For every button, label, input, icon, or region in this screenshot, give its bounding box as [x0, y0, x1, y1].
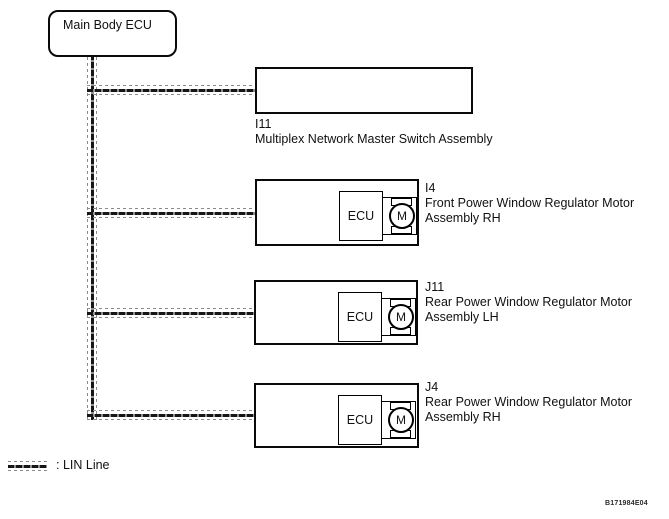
- node-name: Rear Power Window Regulator Motor: [425, 295, 633, 309]
- motor-icon: M: [389, 203, 415, 229]
- lin-branch-line-j11: [87, 308, 254, 318]
- node-name: Rear Power Window Regulator Motor: [425, 395, 633, 409]
- node-label-i4: I4 Front Power Window Regulator Motor As…: [425, 181, 634, 226]
- node-name: Assembly RH: [425, 410, 501, 424]
- ecu-label: ECU: [346, 310, 374, 324]
- node-name: Front Power Window Regulator Motor: [425, 196, 635, 210]
- ecu-inner-box: ECU: [339, 191, 383, 241]
- motor-label: M: [397, 209, 407, 223]
- node-box-i11: [255, 67, 473, 114]
- main-body-ecu-label: Main Body ECU: [63, 18, 152, 32]
- ecu-label: ECU: [346, 413, 374, 427]
- node-box-j4: ECU M: [254, 383, 419, 448]
- legend-lin-symbol: [8, 461, 47, 471]
- ecu-inner-box: ECU: [338, 395, 382, 445]
- node-label-j4: J4 Rear Power Window Regulator Motor Ass…: [425, 380, 632, 425]
- node-code: J11: [425, 280, 445, 294]
- node-code: I4: [425, 181, 436, 195]
- ecu-inner-box: ECU: [338, 292, 382, 342]
- node-name: Multiplex Network Master Switch Assembly: [255, 132, 493, 146]
- motor-icon: M: [388, 407, 414, 433]
- lin-branch-line-i4: [87, 208, 255, 218]
- figure-code: B171984E04: [605, 500, 648, 507]
- node-name: Assembly LH: [425, 310, 499, 324]
- node-code: J4: [425, 380, 439, 394]
- lin-trunk-line: [87, 57, 97, 420]
- lin-branch-line-j4: [87, 410, 254, 420]
- node-label-j11: J11 Rear Power Window Regulator Motor As…: [425, 280, 632, 325]
- motor-label: M: [396, 310, 406, 324]
- motor-label: M: [396, 413, 406, 427]
- node-name: Assembly RH: [425, 211, 501, 225]
- legend-label: : LIN Line: [56, 458, 110, 472]
- node-code: I11: [255, 117, 272, 131]
- ecu-label: ECU: [347, 209, 375, 223]
- main-body-ecu-box: Main Body ECU: [48, 10, 177, 57]
- lin-branch-line-i11: [87, 85, 255, 95]
- node-label-i11: I11 Multiplex Network Master Switch Asse…: [255, 117, 493, 147]
- motor-icon: M: [388, 304, 414, 330]
- node-box-j11: ECU M: [254, 280, 418, 345]
- node-box-i4: ECU M: [255, 179, 419, 246]
